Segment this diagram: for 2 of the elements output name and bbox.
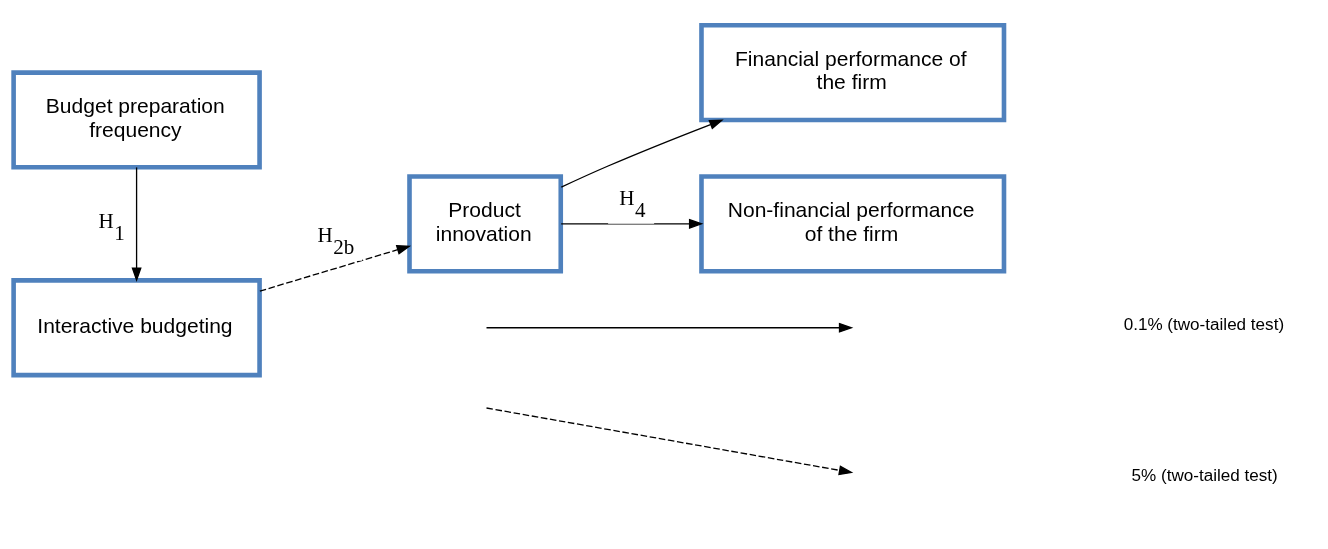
legend-label: 0.1% (two-tailed test) xyxy=(1123,314,1285,334)
legend-label: 5% (two-tailed test) xyxy=(1131,465,1278,485)
